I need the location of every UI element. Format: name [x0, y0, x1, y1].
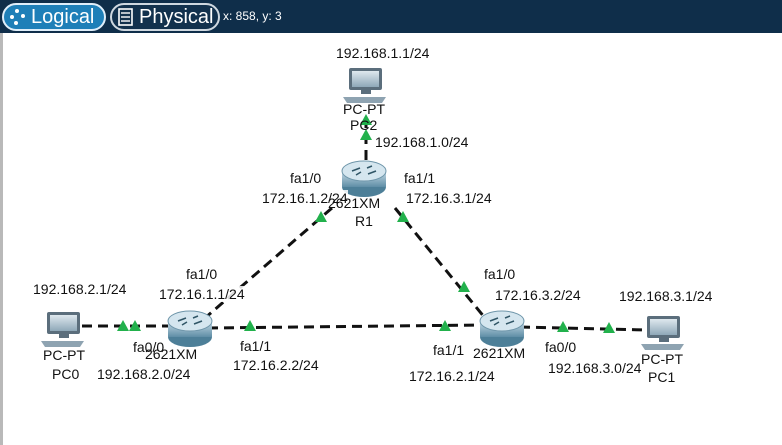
cursor-coordinates: x: 858, y: 3: [223, 9, 282, 23]
link-status-up-icon: [397, 211, 409, 222]
r1-fa10-label: fa1/0: [290, 170, 322, 186]
r3-fa11-ip-label: 172.16.2.1/24: [409, 368, 495, 384]
router-r1-icon[interactable]: [341, 160, 387, 197]
r3-net-label: 192.168.3.0/24: [548, 360, 642, 376]
r2-fa00-label: fa0/0: [133, 339, 165, 355]
logical-tab[interactable]: Logical: [2, 3, 106, 31]
pc2-type-label: PC-PT: [343, 101, 385, 117]
router-r3-icon[interactable]: [479, 310, 525, 347]
pc1-type-label: PC-PT: [641, 351, 683, 367]
r1-name-label: R1: [355, 213, 373, 229]
physical-tab-label: Physical: [139, 5, 214, 28]
link-r3-pc1[interactable]: [519, 325, 649, 332]
link-status-up-icon: [244, 320, 256, 331]
link-status-up-icon: [557, 321, 569, 332]
r3-fa11-label: fa1/1: [433, 342, 465, 358]
pc2-computer-icon[interactable]: [343, 68, 386, 103]
link-r1-r3[interactable]: [393, 207, 487, 319]
r2-fa10-ip-label: 172.16.1.1/24: [159, 286, 245, 302]
link-r2-r3[interactable]: [207, 323, 483, 330]
r1-fa10-ip-label: 172.16.1.2/24: [262, 190, 348, 206]
pc1-name-label: PC1: [648, 369, 676, 385]
physical-tab[interactable]: Physical: [110, 3, 220, 31]
r3-fa10-ip-label: 172.16.3.2/24: [495, 287, 581, 303]
router-r2-icon[interactable]: [167, 310, 213, 347]
r1-fa11-ip-label: 172.16.3.1/24: [406, 190, 492, 206]
link-r1-r2[interactable]: [204, 206, 333, 320]
net-top-label: 192.168.1.0/24: [375, 134, 469, 150]
link-status-up-icon: [129, 320, 141, 331]
r2-fa10-label: fa1/0: [186, 266, 218, 282]
r2-fa11-ip-label: 172.16.2.2/24: [233, 357, 319, 373]
pc0-type-label: PC-PT: [43, 347, 85, 363]
r1-model-label: 2621XM: [328, 195, 381, 211]
pc0-ip-label: 192.168.2.1/24: [33, 281, 127, 297]
pc0-computer-icon[interactable]: [41, 312, 84, 347]
r3-fa10-label: fa1/0: [484, 266, 516, 282]
link-status-up-icon: [360, 114, 372, 125]
r2-fa11-label: fa1/1: [240, 338, 272, 354]
pc1-computer-icon[interactable]: [641, 316, 684, 350]
r1-fa11-label: fa1/1: [404, 170, 436, 186]
r2-net-label: 192.168.2.0/24: [97, 366, 191, 382]
link-status-up-icon: [315, 211, 327, 222]
link-status-up-icon: [360, 129, 372, 140]
r3-model-label: 2621XM: [473, 345, 526, 361]
link-status-up-icon: [439, 320, 451, 331]
pc0-name-label: PC0: [52, 366, 80, 382]
pc2-name-label: PC2: [350, 117, 378, 133]
logical-tab-label: Logical: [31, 5, 95, 28]
physical-view-icon: [116, 7, 136, 27]
link-status-up-icon: [603, 322, 615, 333]
pc1-ip-label: 192.168.3.1/24: [619, 288, 713, 304]
workspace-toolbar: Logical Physical x: 858, y: 3: [0, 0, 782, 33]
pc2-ip-label: 192.168.1.1/24: [336, 45, 430, 61]
logical-view-icon: [8, 7, 28, 27]
r3-fa00-label: fa0/0: [545, 339, 577, 355]
link-status-up-icon: [117, 320, 129, 331]
link-status-up-icon: [458, 281, 470, 292]
r2-model-label: 2621XM: [145, 346, 198, 362]
